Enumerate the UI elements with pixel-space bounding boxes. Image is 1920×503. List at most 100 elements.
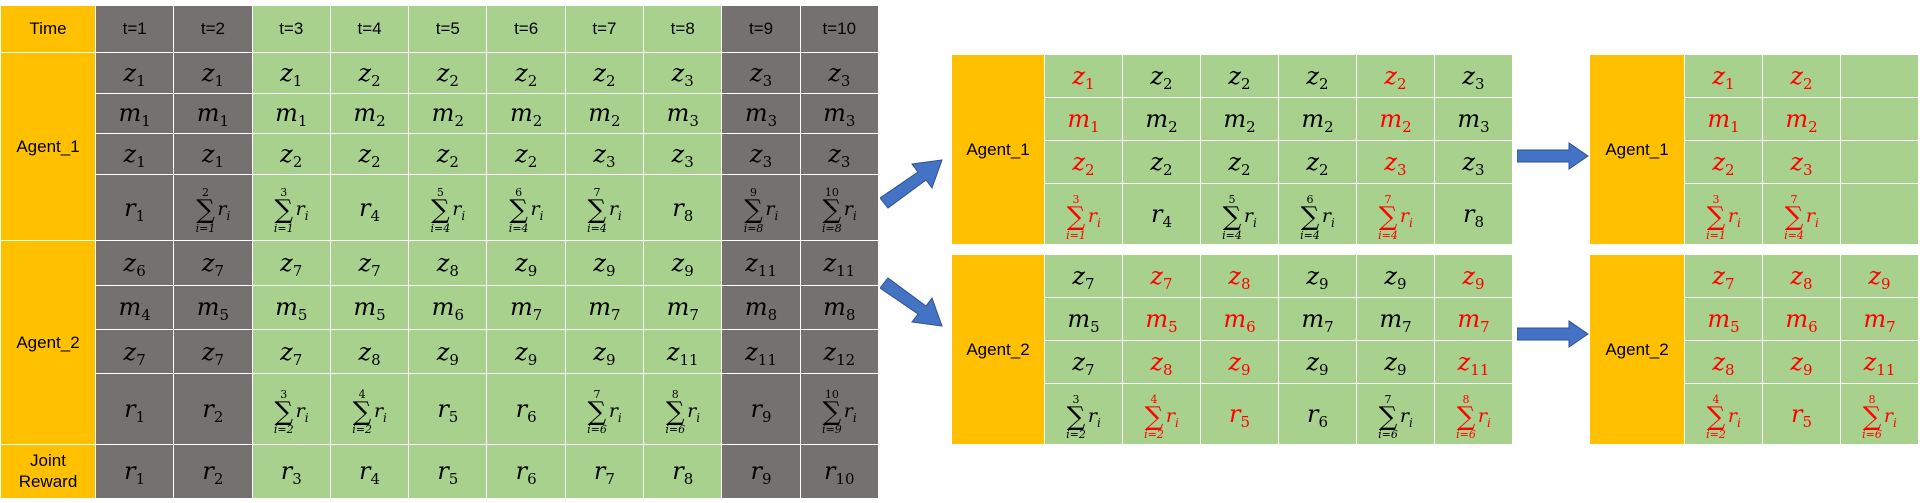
value-cell: r1 <box>94 173 175 242</box>
variable-subscript: 2 <box>1319 75 1329 94</box>
sum-upper-bound: 7 <box>1384 193 1392 207</box>
sigma-icon: ∑ <box>1222 202 1242 233</box>
arrow-agent-1-icon <box>880 159 943 209</box>
variable-subscript: 4 <box>370 470 381 489</box>
variable-symbol: r <box>824 457 836 486</box>
sum-lower-bound: i=8 <box>821 221 842 235</box>
time-step-header: t=6 <box>486 5 566 53</box>
value-cell: z7 <box>1122 253 1201 298</box>
sum-upper-bound: 4 <box>1712 392 1720 406</box>
variable-subscript: 3 <box>292 470 302 489</box>
value-cell: m7 <box>1840 296 1919 341</box>
value-cell: z3 <box>721 133 801 175</box>
value-cell: z2 <box>1200 53 1279 99</box>
variable-subscript: 6 <box>527 408 537 426</box>
sigma-icon: ∑ <box>1784 202 1804 233</box>
variable-symbol: z <box>358 337 372 366</box>
variable-subscript: 3 <box>840 71 851 90</box>
value-cell: z2 <box>1278 140 1357 185</box>
variable-subscript: 6 <box>136 261 146 280</box>
variable-subscript: 7 <box>1085 360 1095 379</box>
value-cell: z11 <box>643 328 723 375</box>
value-cell: z9 <box>1356 339 1435 384</box>
value-cell: m5 <box>1044 296 1123 341</box>
time-step-header: t=2 <box>173 5 253 53</box>
value-cell: m2 <box>408 92 488 135</box>
value-cell: r8 <box>643 443 723 500</box>
variable-symbol: r <box>1790 399 1803 428</box>
sum-upper-bound: 7 <box>593 387 601 401</box>
value-cell: z8 <box>1684 339 1763 384</box>
variable-subscript: 8 <box>1803 274 1813 293</box>
variable-symbol: r <box>515 395 528 423</box>
variable-subscript: 3 <box>684 71 694 90</box>
value-cell: m3 <box>799 92 879 135</box>
variable-subscript: 9 <box>1397 274 1407 293</box>
variable-subscript: 6 <box>1808 317 1818 336</box>
variable-symbol: z <box>1072 62 1086 91</box>
variable-symbol: z <box>201 140 215 169</box>
value-cell: z9 <box>1278 339 1357 384</box>
value-cell: m1 <box>1044 97 1123 142</box>
variable-symbol: z <box>280 337 293 366</box>
value-cell: z2 <box>251 133 331 175</box>
variable-symbol: r <box>124 457 136 486</box>
variable-subscript: 3 <box>1475 161 1485 180</box>
variable-subscript: 7 <box>214 261 225 280</box>
variable-subscript: 8 <box>1241 274 1251 293</box>
variable-symbol: z <box>358 58 372 87</box>
variable-symbol: m <box>1785 105 1809 134</box>
variable-symbol: z <box>1306 347 1320 376</box>
variable-symbol: m <box>509 99 533 128</box>
sum-upper-bound: 10 <box>824 387 839 401</box>
value-cell: z7 <box>1044 339 1123 384</box>
variable-symbol: z <box>1712 62 1726 91</box>
variable-symbol: r <box>515 457 528 486</box>
time-step-header: t=9 <box>721 5 801 53</box>
variable-subscript: 2 <box>1085 161 1095 180</box>
variable-subscript: 8 <box>683 206 694 225</box>
variable-subscript: 9 <box>1881 274 1891 293</box>
variable-symbol: m <box>1379 105 1403 134</box>
value-cell: m4 <box>94 284 175 330</box>
sigma-icon: ∑ <box>1862 401 1882 432</box>
sum-upper-bound: 6 <box>515 186 523 200</box>
variable-symbol: m <box>823 99 846 128</box>
agent-label: Agent_2 <box>0 240 96 445</box>
variable-symbol: z <box>515 140 528 169</box>
value-cell: z8 <box>1762 253 1841 298</box>
value-cell: m1 <box>251 92 331 135</box>
value-cell: r8 <box>643 173 723 242</box>
value-cell: z8 <box>408 240 488 286</box>
value-cell: z11 <box>1840 339 1919 384</box>
variable-subscript: 7 <box>292 261 303 280</box>
value-cell: m7 <box>1278 296 1357 341</box>
variable-symbol: z <box>1228 62 1242 91</box>
variable-subscript: 2 <box>611 112 621 131</box>
variable-symbol: m <box>118 99 142 128</box>
variable-subscript: 2 <box>371 71 381 90</box>
time-step-header: t=10 <box>799 5 879 53</box>
value-cell: m8 <box>799 284 879 330</box>
variable-subscript: 6 <box>1246 317 1256 336</box>
variable-subscript: 5 <box>1802 412 1813 431</box>
time-step-header: t=1 <box>94 5 175 53</box>
value-cell: z2 <box>486 51 566 94</box>
sum-upper-bound: 7 <box>593 186 601 200</box>
variable-subscript: 1 <box>1085 75 1095 94</box>
sum-lower-bound: i=6 <box>587 423 607 437</box>
time-header: Time <box>0 5 96 53</box>
variable-symbol: m <box>118 293 142 322</box>
